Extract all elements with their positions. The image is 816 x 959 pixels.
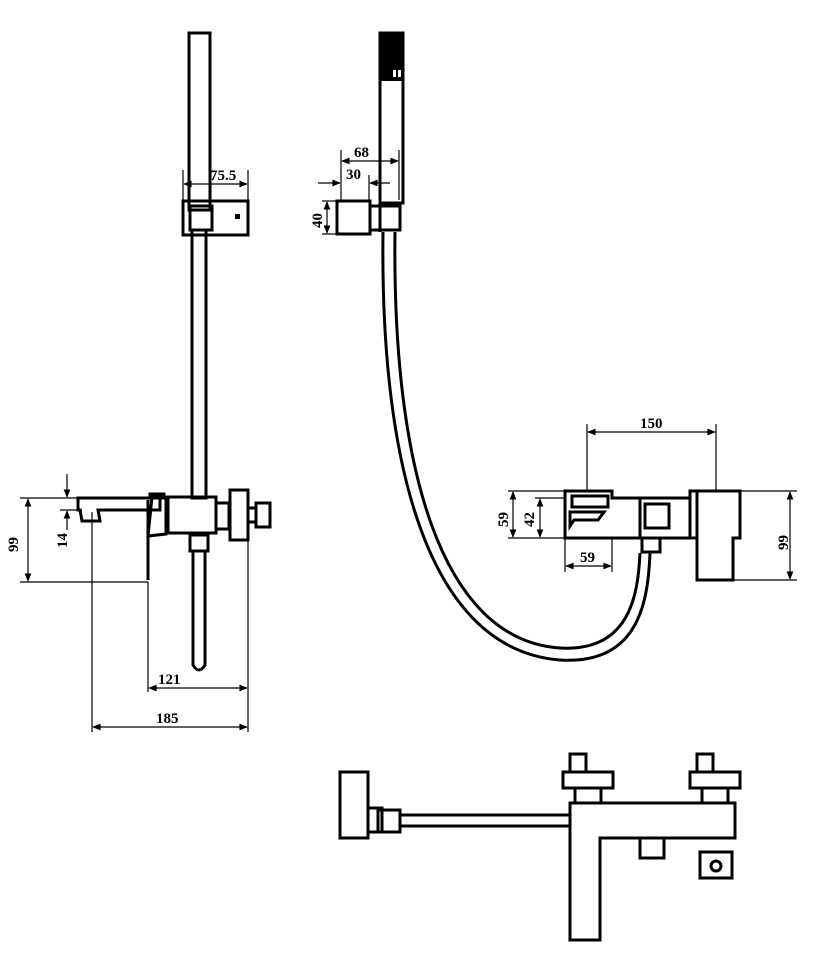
top-left-knob — [561, 770, 615, 790]
dim-bracket-width: 75.5 — [210, 168, 236, 184]
top-holder-arm — [366, 806, 384, 834]
top-holder-clamp — [376, 808, 402, 834]
dim-overall-depth: 185 — [156, 711, 179, 727]
lever-top — [148, 492, 166, 500]
top-left-cap — [568, 752, 588, 774]
top-mixer-body — [568, 801, 737, 942]
top-spout-outlet — [638, 836, 666, 860]
dim-holder-depth: 68 — [354, 145, 369, 161]
dim-holder-offset: 30 — [346, 167, 361, 183]
dim-mixer-height-59: 59 — [496, 512, 512, 527]
top-left-stem — [573, 786, 603, 805]
hose-nut — [188, 533, 210, 553]
mixer-body — [166, 495, 218, 535]
front-view — [563, 489, 742, 582]
spray-nozzle-icon — [393, 70, 396, 77]
top-view — [338, 752, 742, 942]
front-left-knob — [570, 494, 610, 509]
slide-rod — [190, 228, 208, 500]
handle-knob — [228, 488, 250, 542]
handle-cap — [254, 501, 272, 529]
front-hose-nut — [640, 536, 662, 554]
top-hose-connector — [698, 850, 734, 880]
slide-rail-top — [187, 31, 212, 212]
dim-centers: 150 — [640, 416, 663, 432]
mixer-front — [146, 495, 168, 538]
wall-holder — [335, 199, 372, 236]
holder-bracket — [181, 199, 250, 237]
shower-hose-inner — [393, 231, 642, 650]
dim-right-height: 99 — [776, 535, 792, 550]
dim-wall-to-spout: 121 — [158, 672, 181, 688]
bracket-screw-icon — [235, 214, 240, 219]
dim-mixer-height-42: 42 — [522, 512, 538, 527]
hand-shower-view — [335, 31, 652, 662]
top-holder-block — [338, 770, 370, 840]
top-right-knob — [688, 770, 742, 790]
front-center-button — [643, 502, 671, 530]
dim-spout-width: 59 — [580, 550, 595, 566]
hand-shower-dimensions: 68 30 40 — [310, 145, 400, 235]
top-right-cap — [695, 752, 715, 774]
front-view-dimensions: 150 59 42 59 99 — [496, 416, 797, 581]
spray-nozzle-icon — [398, 70, 401, 77]
dim-spout-height: 14 — [55, 533, 71, 549]
dim-holder-height: 40 — [310, 213, 326, 228]
top-right-stem — [700, 786, 730, 805]
top-hose-outlet-icon — [709, 859, 723, 873]
holder-arm — [368, 204, 402, 232]
hose-tube — [191, 551, 207, 672]
dim-left-height: 99 — [6, 537, 22, 552]
shower-head-face — [380, 33, 403, 81]
side-view — [76, 31, 272, 672]
shower-hose-outer — [381, 231, 652, 662]
handle-collar — [214, 501, 231, 531]
side-view-dimensions: 75.5 99 14 121 185 — [6, 168, 249, 732]
front-spout-outlet — [568, 510, 607, 531]
